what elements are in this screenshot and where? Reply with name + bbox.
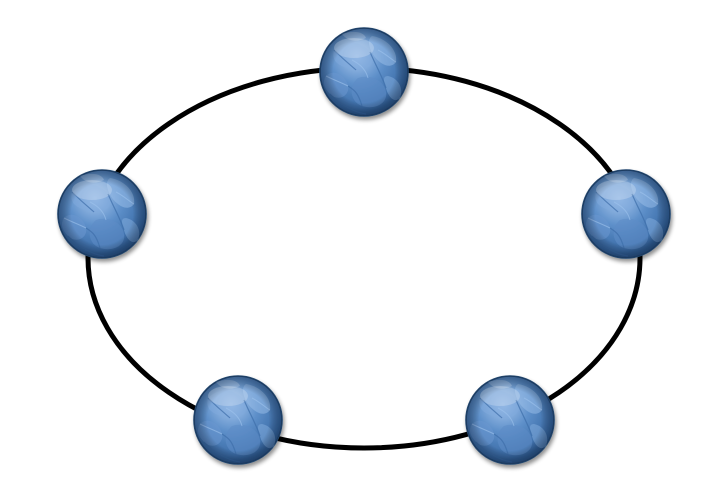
ring-connection (85, 65, 643, 451)
sphere-icon (57, 169, 147, 259)
network-node-left[interactable] (57, 169, 147, 259)
sphere-icon (193, 375, 283, 465)
sphere-icon (319, 27, 409, 117)
network-node-bottom-right[interactable] (465, 375, 555, 465)
sphere-icon (581, 169, 671, 259)
network-node-right[interactable] (581, 169, 671, 259)
network-node-top[interactable] (319, 27, 409, 117)
network-node-bottom-left[interactable] (193, 375, 283, 465)
sphere-icon (465, 375, 555, 465)
